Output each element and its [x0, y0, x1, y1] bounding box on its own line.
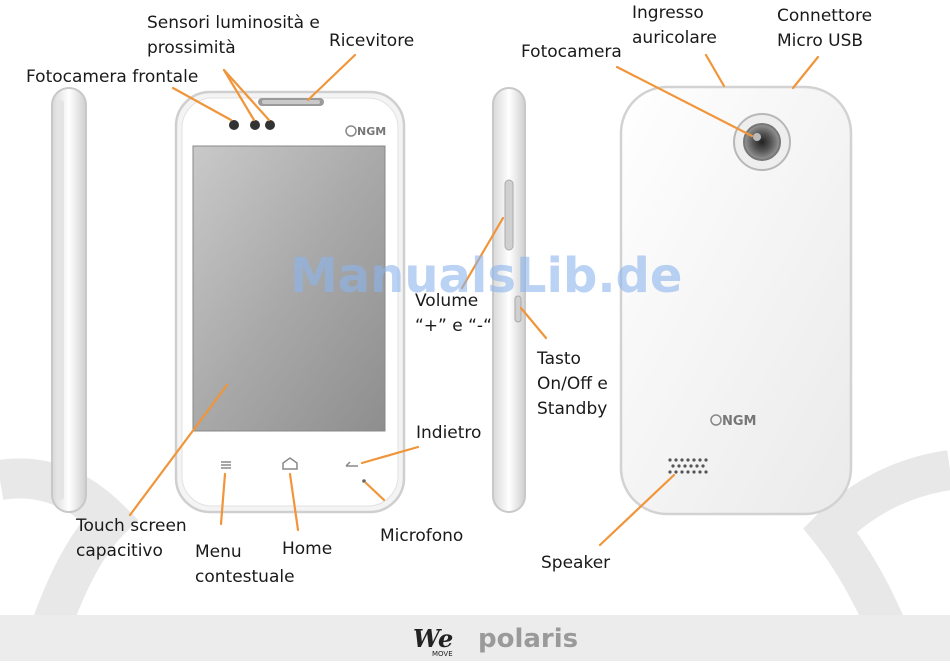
- label-home: Home: [282, 537, 332, 561]
- label-touch-line1: Touch screen: [76, 514, 187, 538]
- label-power-line3: Standby: [537, 397, 607, 421]
- sensor-dot-1: [250, 120, 260, 130]
- label-receiver: Ricevitore: [329, 29, 414, 53]
- label-menu-line2: contestuale: [195, 565, 295, 589]
- volume-rocker: [505, 180, 513, 250]
- label-volume-line2: “+” e “-“: [415, 314, 492, 338]
- callout-usb: [793, 57, 818, 88]
- sensor-dot-2: [265, 120, 275, 130]
- footer-band: [0, 615, 950, 661]
- label-sensors-line2: prossimità: [147, 36, 236, 60]
- front-camera-dot: [229, 120, 239, 130]
- back-logo: NGM: [722, 414, 757, 429]
- brand-move-text: MOVE: [432, 650, 453, 658]
- label-power-line1: Tasto: [537, 347, 581, 371]
- label-rear-camera: Fotocamera: [521, 40, 622, 64]
- label-headphone-line1: Ingresso: [632, 1, 704, 25]
- label-power-line2: On/Off e: [537, 372, 608, 396]
- label-sensors-line1: Sensori luminosità e: [147, 11, 320, 35]
- label-usb-line1: Connettore: [777, 4, 872, 28]
- label-speaker: Speaker: [541, 551, 610, 575]
- label-menu-line1: Menu: [195, 540, 242, 564]
- front-logo: NGM: [357, 125, 386, 138]
- callout-headphone: [706, 55, 724, 86]
- brand-we-logo: We: [413, 624, 453, 653]
- phone-side-left: [52, 88, 86, 512]
- label-front-camera: Fotocamera frontale: [26, 65, 198, 89]
- label-back: Indietro: [416, 421, 481, 445]
- label-touch-line2: capacitivo: [76, 539, 163, 563]
- label-headphone-line2: auricolare: [632, 26, 717, 50]
- label-microphone: Microfono: [380, 524, 463, 548]
- label-usb-line2: Micro USB: [777, 29, 863, 53]
- watermark-text: ManualsLib.de: [290, 248, 682, 304]
- brand-polaris-logo: polaris: [478, 624, 578, 654]
